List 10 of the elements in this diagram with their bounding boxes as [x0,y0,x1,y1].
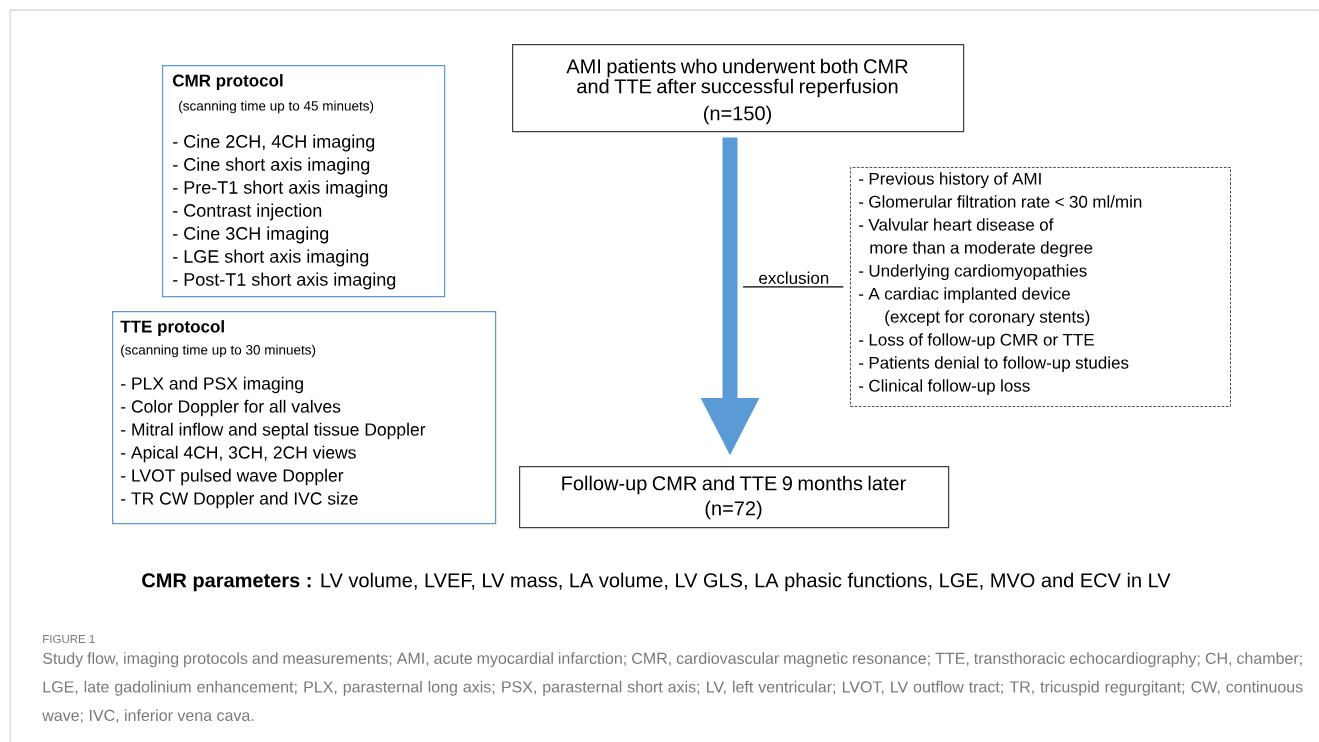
connector-line [742,286,844,288]
process-box: AMI patients who underwent both CMR and TTE after successful reperfusion (n=150) [512,44,965,133]
protocol-box: CMR protocol (scanning time up to 45 minuets) - Cine 2CH, 4CH imaging - Cine short axis imaging - Pre-T1 short axis imaging - Contrast injection - Cine 3CH imaging - LGE short axis imaging - Post-T1 short axis imaging [162,65,446,298]
figure-label: FIGURE 1 [43,634,95,644]
parameter-note: CMR parameters : LV volume, LVEF, LV mass, LA volume, LV GLS, LA phasic functions, LGE, MVO and ECV in LV [142,572,1171,592]
process-box: Follow-up CMR and TTE 9 months later (n=72) [519,466,950,529]
exclusion-box: - Previous history of AMI - Glomerular filtration rate < 30 ml/min - Valvular heart disease of more than a moderate degree - Underlying cardiomyopathies - A cardiac implanted device (except for coronary stents) - Loss of follow-up CMR or TTE - Patients denial to follow-up studies - Clinical follow-up loss [850,167,1231,407]
edge-label: exclusion [757,270,831,286]
protocol-box: TTE protocol (scanning time up to 30 minuets) - PLX and PSX imaging - Color Doppler for all valves - Mitral inflow and septal tissue Doppler - Apical 4CH, 3CH, 2CH views - LVOT pulsed wave Doppler - TR CW Doppler and IVC size [112,311,497,525]
figure-caption: Study flow, imaging protocols and measurements; AMI, acute myocardial infarction; CMR, cardiovascular magnetic resonance; TTE, transthoracic echocardiography; CH, chamber; LGE, late gadolinium enhancement; PLX, parasternal long axis; PSX, parasternal short axis; LV, left ventricular; LVOT, LV outflow tract; TR, tricuspid regurgitant; CW, continuous wave; IVC, inferior vena cava. [42,652,1303,723]
